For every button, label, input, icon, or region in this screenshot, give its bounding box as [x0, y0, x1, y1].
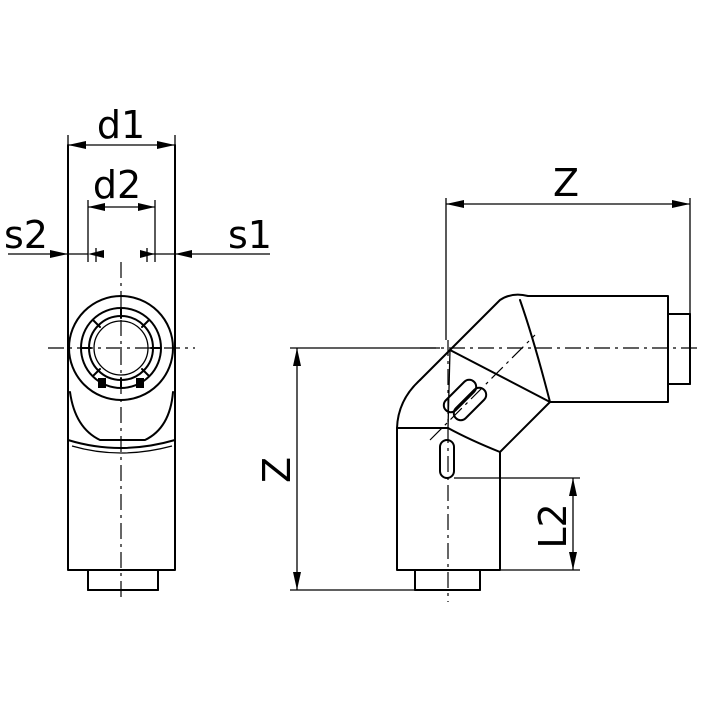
label-d2: d2: [93, 163, 141, 207]
elbow-joint-curve: [447, 427, 501, 453]
dimension-s1: [140, 248, 270, 262]
end-view: d1 d2 s2 s1: [4, 103, 272, 602]
elbow-outer-curve: [396, 379, 421, 429]
label-s2: s2: [4, 213, 48, 257]
label-l2: L2: [531, 503, 575, 548]
dimension-d1: [67, 135, 176, 149]
vertical-leg: [396, 427, 501, 571]
elbow-diagonal-seam: [449, 349, 551, 403]
end-view-body: [67, 144, 176, 571]
elbow-angled-body: [419, 293, 669, 453]
side-view-diagonal-centerline: [429, 334, 536, 441]
dimension-z-vertical: [290, 347, 440, 591]
dimension-l2: [454, 477, 580, 571]
end-view-band-inner: [71, 445, 173, 454]
indicator-slot-angled-2: [452, 386, 488, 422]
dimension-d2: [87, 200, 156, 262]
label-z-vertical: Z: [255, 457, 299, 483]
elbow-upper-seam: [519, 299, 551, 403]
indicator-slot-vertical: [439, 439, 455, 479]
dimension-z-horizontal: [445, 198, 691, 340]
elbow-diagonal-hatch: [447, 349, 451, 429]
label-z-horizontal: Z: [553, 161, 579, 205]
end-view-elbow-sweep: [69, 391, 174, 441]
label-s1: s1: [228, 213, 272, 257]
side-view: Z Z L2: [255, 161, 700, 602]
label-d1: d1: [97, 103, 145, 147]
dimension-s2: [8, 248, 104, 262]
